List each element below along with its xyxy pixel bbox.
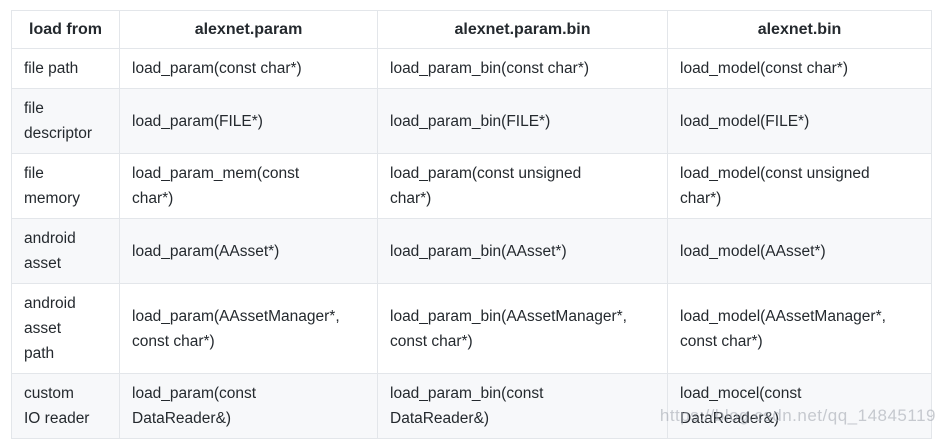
table-cell: load_model(const unsigned char*)	[667, 153, 932, 219]
table-row: android asset load_param(AAsset*) load_p…	[11, 218, 932, 284]
load-api-table: load from alexnet.param alexnet.param.bi…	[11, 10, 932, 439]
row-label-cell: custom IO reader	[11, 373, 120, 439]
api-table-container: load from alexnet.param alexnet.param.bi…	[11, 10, 932, 439]
table-cell: load_param(const char*)	[119, 48, 378, 89]
table-cell: load_param_bin(AAssetManager*, const cha…	[377, 283, 668, 374]
table-header-row: load from alexnet.param alexnet.param.bi…	[11, 10, 932, 49]
column-header-load-from: load from	[11, 10, 120, 49]
column-header-alexnet-param-bin: alexnet.param.bin	[377, 10, 668, 49]
table-cell: load_param(const unsigned char*)	[377, 153, 668, 219]
table-cell: load_param_bin(AAsset*)	[377, 218, 668, 284]
table-cell: load_param_bin(FILE*)	[377, 88, 668, 154]
row-label-cell: android asset	[11, 218, 120, 284]
row-label-cell: file memory	[11, 153, 120, 219]
table-cell: load_param(FILE*)	[119, 88, 378, 154]
table-cell: load_model(const char*)	[667, 48, 932, 89]
table-row: file descriptor load_param(FILE*) load_p…	[11, 88, 932, 154]
table-cell: load_param(AAsset*)	[119, 218, 378, 284]
table-cell: load_param_bin(const DataReader&)	[377, 373, 668, 439]
column-header-alexnet-param: alexnet.param	[119, 10, 378, 49]
table-cell: load_model(FILE*)	[667, 88, 932, 154]
column-header-alexnet-bin: alexnet.bin	[667, 10, 932, 49]
table-cell: load_model(AAssetManager*, const char*)	[667, 283, 932, 374]
row-label-cell: file path	[11, 48, 120, 89]
table-row: file path load_param(const char*) load_p…	[11, 48, 932, 89]
table-row: load from alexnet.param alexnet.param.bi…	[11, 10, 932, 49]
row-label-cell: android asset path	[11, 283, 120, 374]
table-row: android asset path load_param(AAssetMana…	[11, 283, 932, 374]
table-row: custom IO reader load_param(const DataRe…	[11, 373, 932, 439]
row-label-cell: file descriptor	[11, 88, 120, 154]
table-row: file memory load_param_mem(const char*) …	[11, 153, 932, 219]
table-cell: load_model(AAsset*)	[667, 218, 932, 284]
table-cell: load_param(AAssetManager*, const char*)	[119, 283, 378, 374]
table-cell: load_param_bin(const char*)	[377, 48, 668, 89]
table-cell: load_mocel(const DataReader&)	[667, 373, 932, 439]
table-cell: load_param(const DataReader&)	[119, 373, 378, 439]
table-cell: load_param_mem(const char*)	[119, 153, 378, 219]
